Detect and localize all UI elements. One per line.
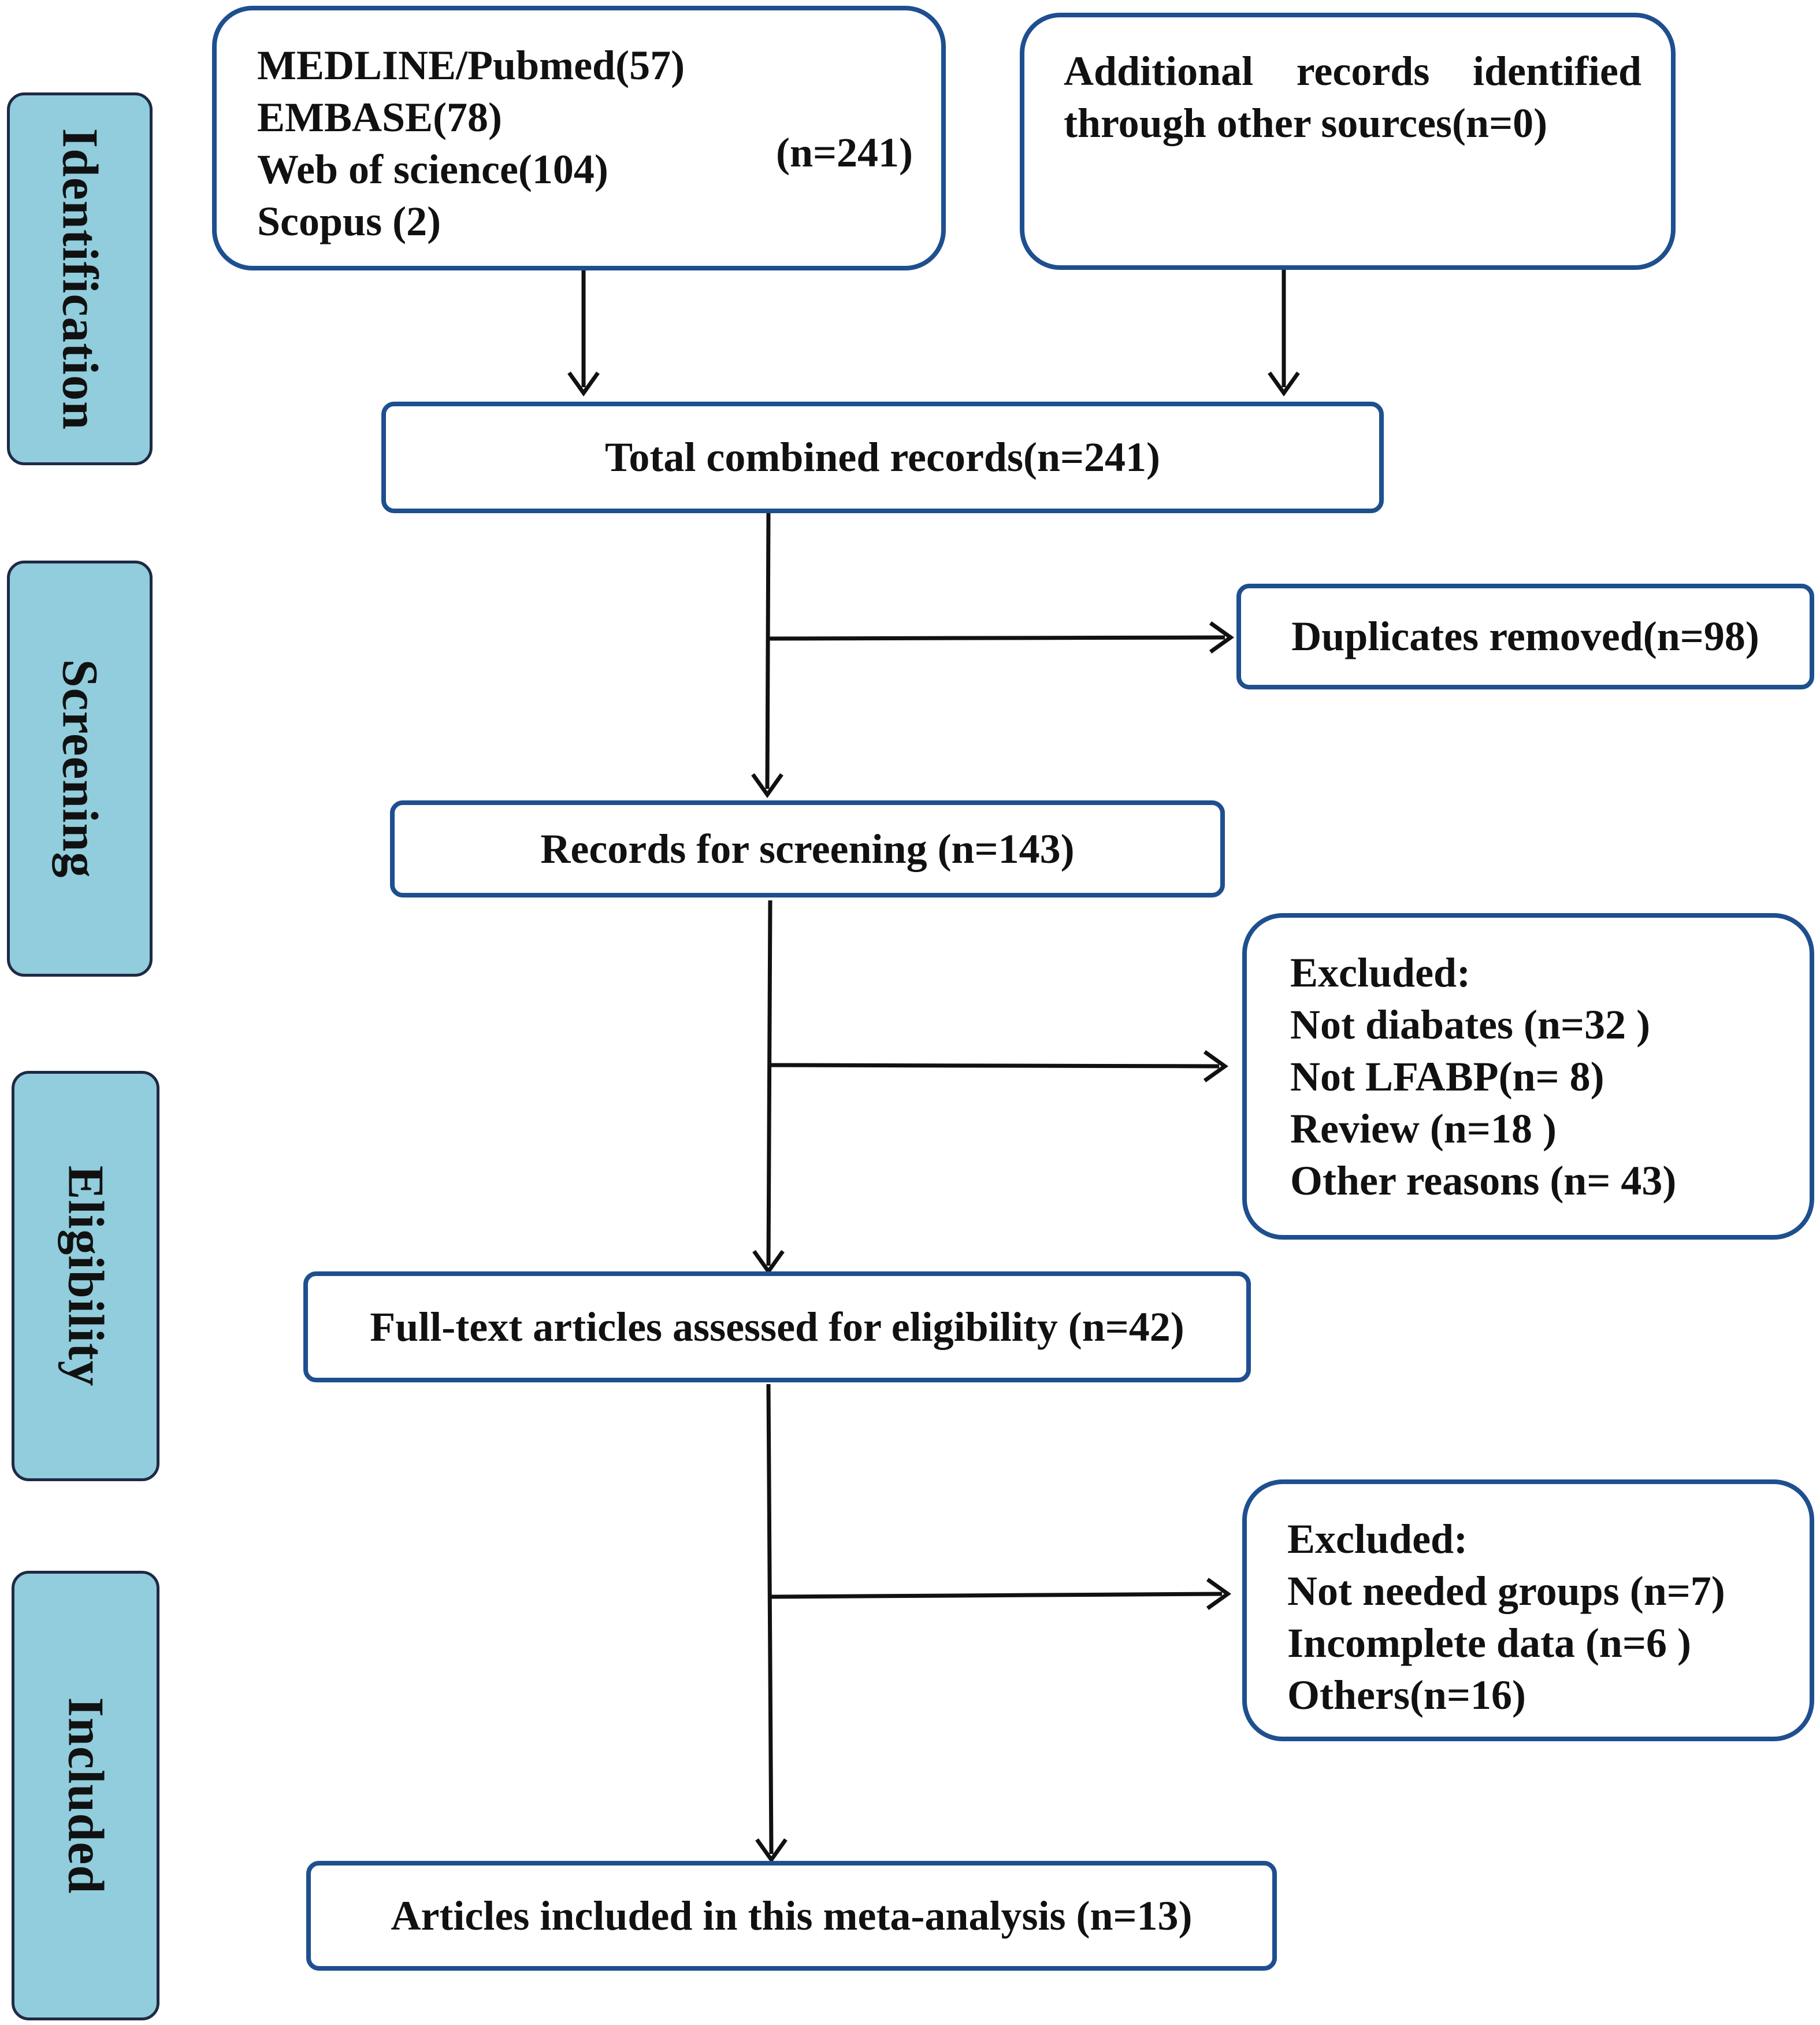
sources-box: MEDLINE/Pubmed(57) EMBASE(78) Web of sci…	[212, 6, 946, 270]
duplicates-box: Duplicates removed(n=98)	[1236, 584, 1814, 689]
combined-records-box: Total combined records(n=241)	[381, 402, 1384, 513]
source-item: MEDLINE/Pubmed(57)	[257, 42, 685, 88]
excluded-eligibility-list: Excluded: Not needed groups (n=7) Incomp…	[1287, 1513, 1725, 1721]
source-item: Scopus (2)	[257, 198, 441, 244]
phase-included-label: Included	[57, 1697, 114, 1894]
excluded-item: Incomplete data (n=6 )	[1287, 1620, 1691, 1666]
phase-eligibility: Eligibility	[12, 1071, 159, 1481]
excluded-item: Other reasons (n= 43)	[1290, 1158, 1677, 1204]
arrow-to-excluded-screening	[770, 1063, 1220, 1069]
arrowhead-2	[1268, 371, 1300, 397]
combined-records-text: Total combined records(n=241)	[604, 434, 1161, 480]
arrow-combined-to-screening	[765, 513, 771, 789]
arrow-screening-to-fulltext	[766, 900, 772, 1266]
phase-identification-label: Identification	[51, 128, 108, 430]
additional-records-box: Additional records identified through ot…	[1020, 13, 1676, 270]
arrow-to-duplicates	[768, 635, 1225, 641]
additional-records-text: Additional records identified through ot…	[1064, 48, 1641, 146]
screening-records-box: Records for screening (n=143)	[390, 800, 1225, 897]
excluded-heading: Excluded:	[1290, 950, 1471, 996]
arrowhead-8	[1206, 1578, 1232, 1610]
fulltext-box: Full-text articles assessed for eligibil…	[303, 1271, 1251, 1382]
arrow-fulltext-to-included	[766, 1384, 774, 1855]
excluded-screening-list: Excluded: Not diabates (n=32 ) Not LFABP…	[1290, 947, 1676, 1207]
included-text: Articles included in this meta-analysis …	[391, 1892, 1193, 1939]
excluded-item: Not needed groups (n=7)	[1287, 1568, 1725, 1614]
excluded-item: Others(n=16)	[1287, 1672, 1526, 1718]
arrowhead-1	[567, 371, 600, 397]
arrow-to-excluded-eligibility	[770, 1592, 1223, 1599]
phase-included: Included	[12, 1571, 159, 2020]
sources-list: MEDLINE/Pubmed(57) EMBASE(78) Web of sci…	[257, 39, 685, 247]
screening-records-text: Records for screening (n=143)	[540, 825, 1075, 872]
excluded-heading: Excluded:	[1287, 1516, 1468, 1562]
phase-eligibility-label: Eligibility	[57, 1165, 114, 1387]
arrowhead-7	[755, 1838, 788, 1864]
fulltext-text: Full-text articles assessed for eligibil…	[370, 1303, 1184, 1350]
sources-total: (n=241)	[776, 129, 913, 176]
source-item: EMBASE(78)	[257, 94, 503, 140]
excluded-screening-box: Excluded: Not diabates (n=32 ) Not LFABP…	[1242, 913, 1814, 1240]
duplicates-text: Duplicates removed(n=98)	[1291, 613, 1759, 659]
excluded-item: Not LFABP(n= 8)	[1290, 1054, 1604, 1100]
excluded-eligibility-box: Excluded: Not needed groups (n=7) Incomp…	[1242, 1479, 1814, 1741]
phase-screening: Screening	[7, 561, 153, 977]
source-item: Web of science(104)	[257, 146, 608, 192]
phase-identification: Identification	[7, 92, 153, 465]
included-box: Articles included in this meta-analysis …	[306, 1861, 1277, 1971]
arrowhead-6	[1203, 1050, 1229, 1082]
phase-screening-label: Screening	[51, 659, 108, 878]
excluded-item: Not diabates (n=32 )	[1290, 1002, 1651, 1048]
excluded-item: Review (n=18 )	[1290, 1106, 1557, 1152]
arrowhead-3	[751, 773, 783, 799]
arrowhead-4	[1209, 621, 1235, 654]
